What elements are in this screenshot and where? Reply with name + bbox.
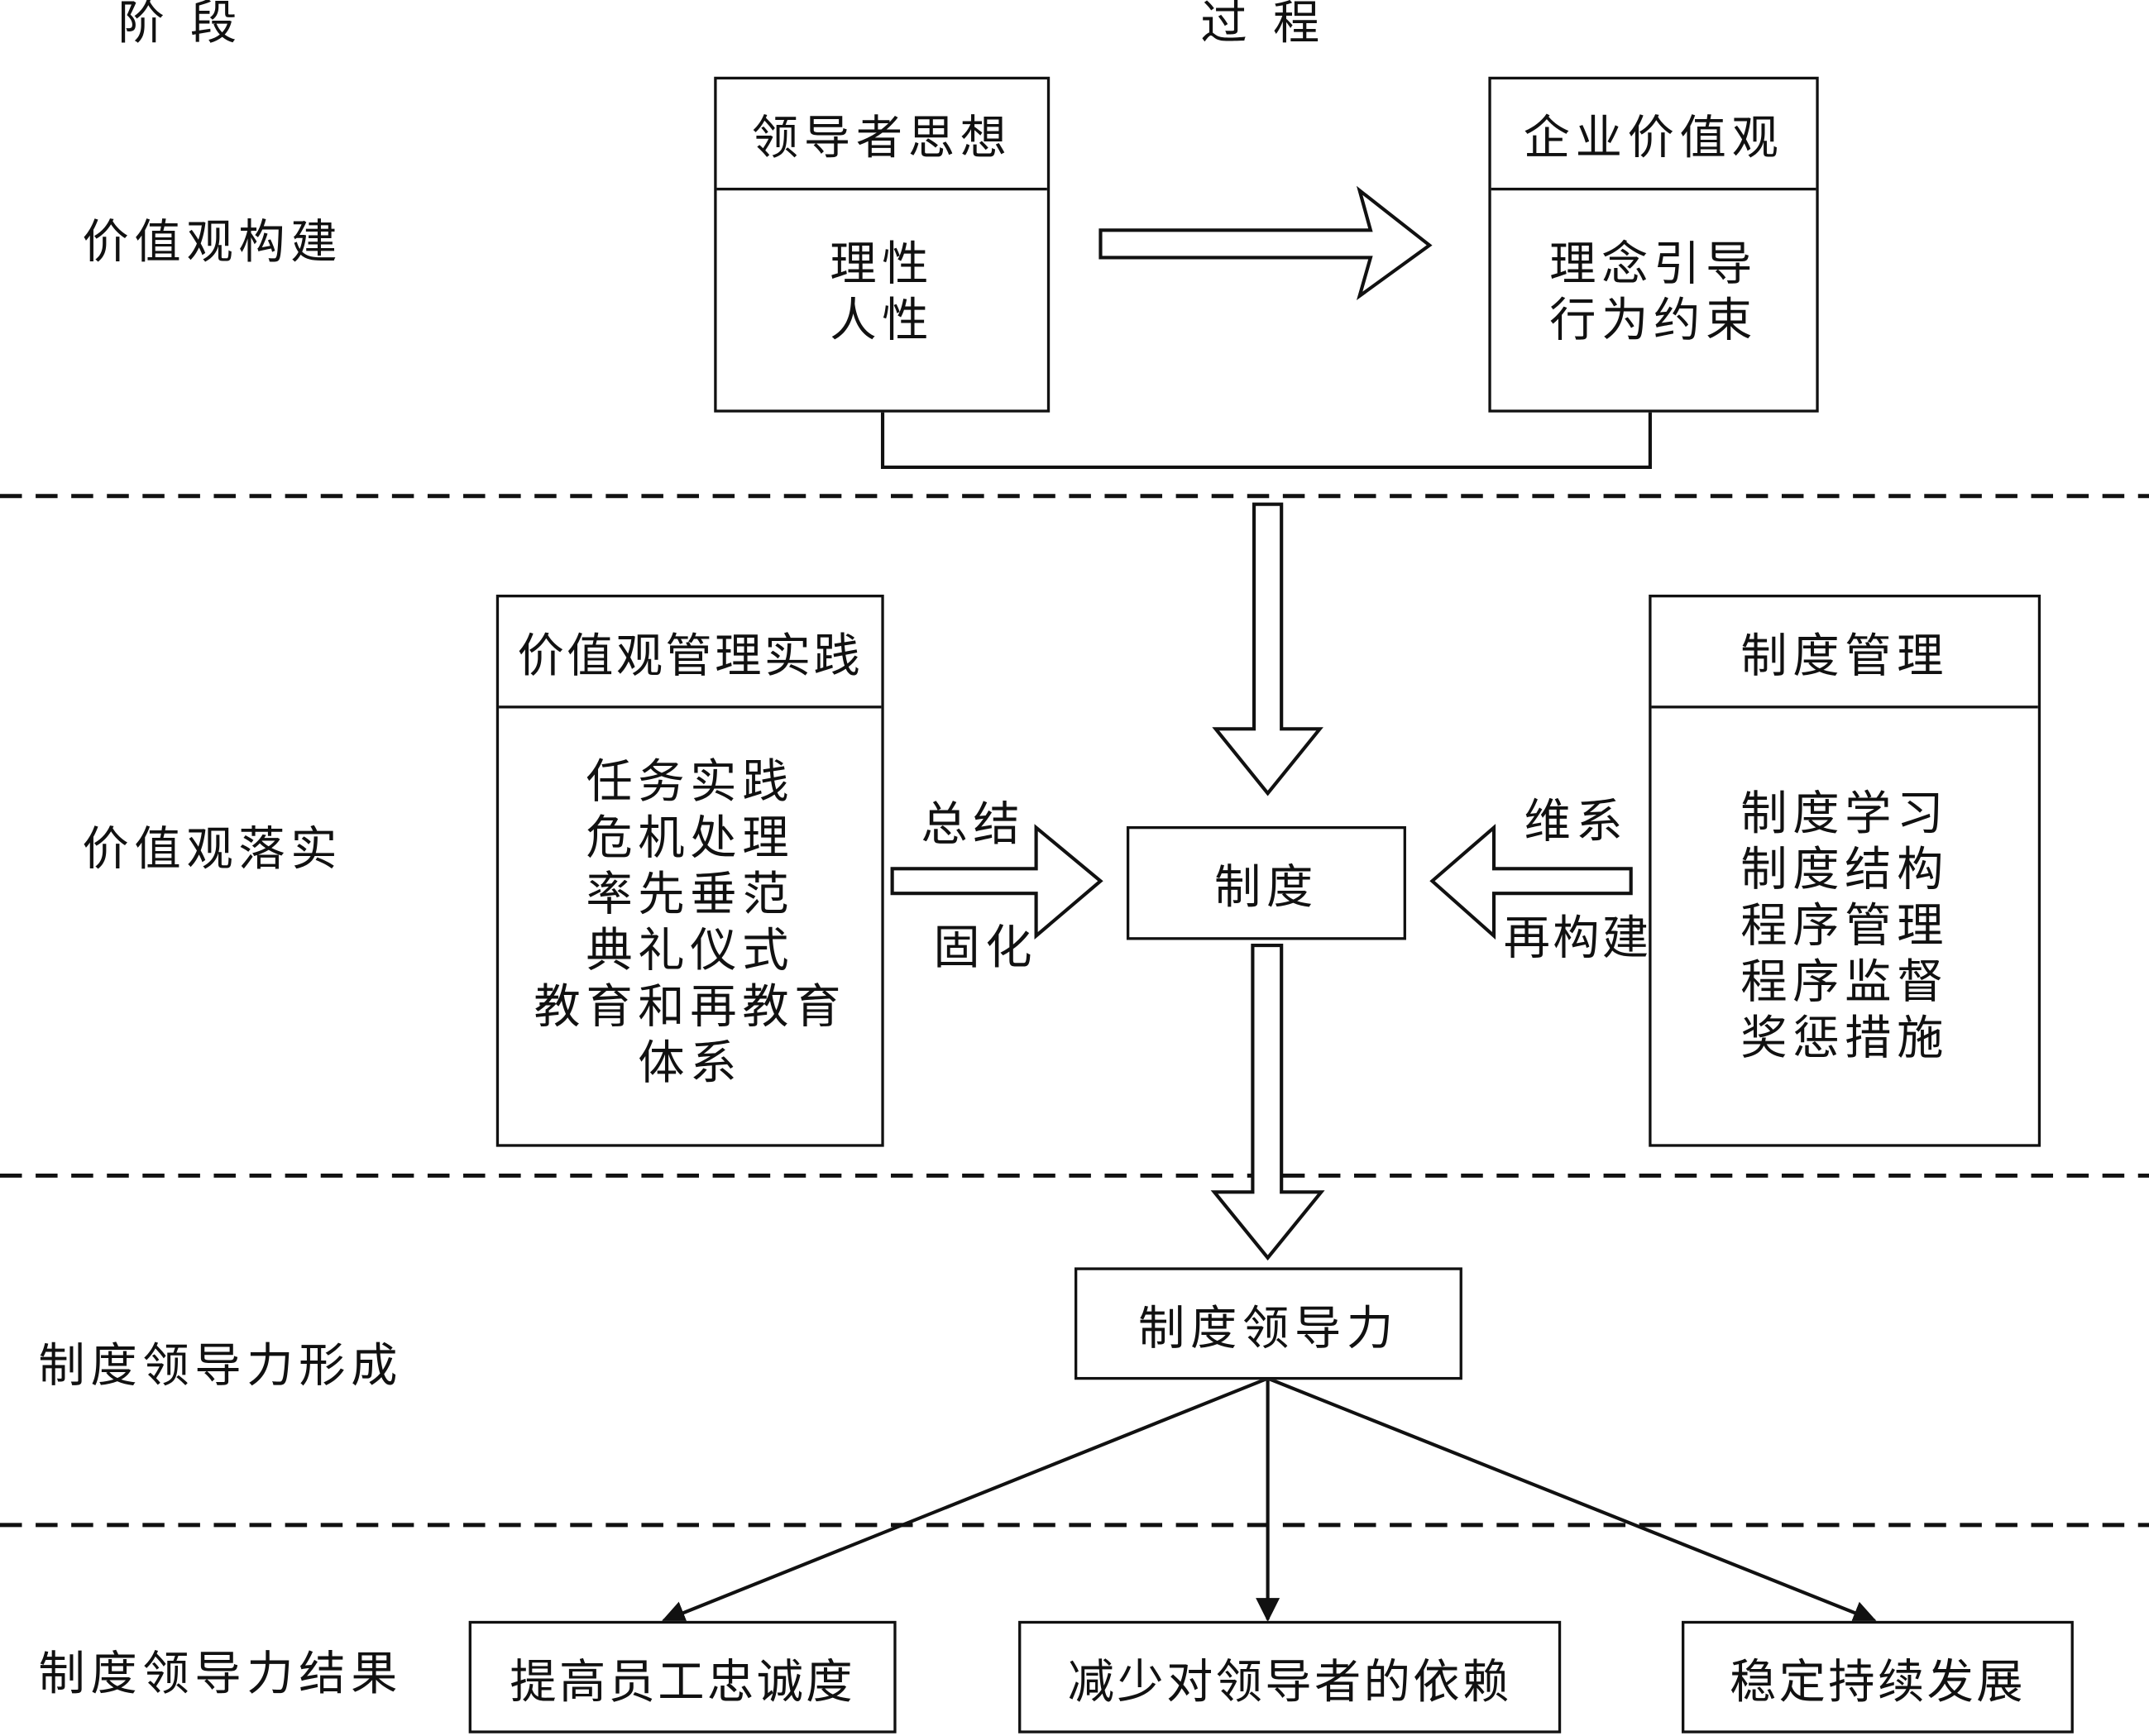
system-management-box: 制度管理 制度学习 制度结构 程序管理 程序监督 奖惩措施 xyxy=(1649,594,2041,1147)
corporate-values-item: 理念引导 xyxy=(1549,237,1758,292)
system-management-title: 制度管理 xyxy=(1651,597,2038,709)
system-management-items: 制度学习 制度结构 程序管理 程序监督 奖惩措施 xyxy=(1652,708,2038,1144)
outcome-box-loyalty: 提高员工忠诚度 xyxy=(468,1620,897,1734)
maintain-label: 维系 xyxy=(1524,794,1629,850)
stage-label-leadership-results: 制度领导力结果 xyxy=(38,1647,404,1702)
right-arrow-to-system xyxy=(890,824,1103,940)
down-arrow-to-leadership xyxy=(1210,944,1325,1261)
corporate-values-title: 企业价值观 xyxy=(1491,79,1816,191)
stage-column-header: 阶 段 xyxy=(117,0,242,51)
system-management-item: 制度结构 xyxy=(1740,842,1950,898)
leader-thought-item: 理性 xyxy=(830,237,935,292)
values-practice-item: 教育和再教育 xyxy=(534,979,847,1035)
system-box: 制度 xyxy=(1126,825,1406,940)
process-column-header: 过 程 xyxy=(1200,0,1325,51)
outcome-box-sustainable-development: 稳定持续发展 xyxy=(1682,1620,2074,1734)
values-practice-item: 率先垂范 xyxy=(586,867,795,922)
stage-label-values-implementation: 价值观落实 xyxy=(82,822,343,878)
leader-thought-item: 人性 xyxy=(830,293,935,348)
reconstruct-label: 再构建 xyxy=(1503,911,1652,966)
system-leadership-box: 制度领导力 xyxy=(1074,1267,1462,1380)
system-management-item: 程序监督 xyxy=(1740,954,1950,1010)
system-management-item: 奖惩措施 xyxy=(1740,1011,1950,1066)
values-practice-item: 典礼仪式 xyxy=(586,923,795,978)
stage-separators xyxy=(0,494,2149,1528)
values-practice-title: 价值观管理实践 xyxy=(499,597,882,709)
branch-line-left xyxy=(661,1376,1269,1624)
values-practice-item: 体系 xyxy=(638,1035,743,1091)
leader-thought-items: 理性 人性 xyxy=(717,190,1047,409)
system-management-item: 程序管理 xyxy=(1740,898,1950,954)
top-right-arrow xyxy=(1098,185,1433,301)
corporate-values-items: 理念引导 行为约束 xyxy=(1491,190,1816,409)
outcome-box-reduce-dependence: 减少对领导者的依赖 xyxy=(1018,1620,1562,1734)
left-arrow-to-system xyxy=(1429,824,1633,940)
summary-label: 总结 xyxy=(921,797,1026,853)
consolidate-label: 固化 xyxy=(933,921,1038,976)
corporate-values-box: 企业价值观 理念引导 行为约束 xyxy=(1488,76,1819,413)
corporate-values-item: 行为约束 xyxy=(1549,293,1758,348)
values-practice-items: 任务实践 危机处理 率先垂范 典礼仪式 教育和再教育 体系 xyxy=(499,708,881,1144)
bracket-connector xyxy=(880,411,1652,469)
leader-thought-title: 领导者思想 xyxy=(716,79,1047,191)
leader-thought-box: 领导者思想 理性 人性 xyxy=(714,76,1051,413)
values-practice-box: 价值观管理实践 任务实践 危机处理 率先垂范 典礼仪式 教育和再教育 体系 xyxy=(495,594,884,1147)
values-practice-item: 危机处理 xyxy=(586,811,795,867)
stage-label-leadership-formation: 制度领导力形成 xyxy=(38,1338,404,1394)
stage-label-values-construction: 价值观构建 xyxy=(82,215,343,270)
down-arrow-to-system xyxy=(1212,502,1323,796)
system-management-item: 制度学习 xyxy=(1740,786,1950,842)
branch-line-right xyxy=(1266,1376,1878,1624)
values-practice-item: 任务实践 xyxy=(586,754,795,811)
